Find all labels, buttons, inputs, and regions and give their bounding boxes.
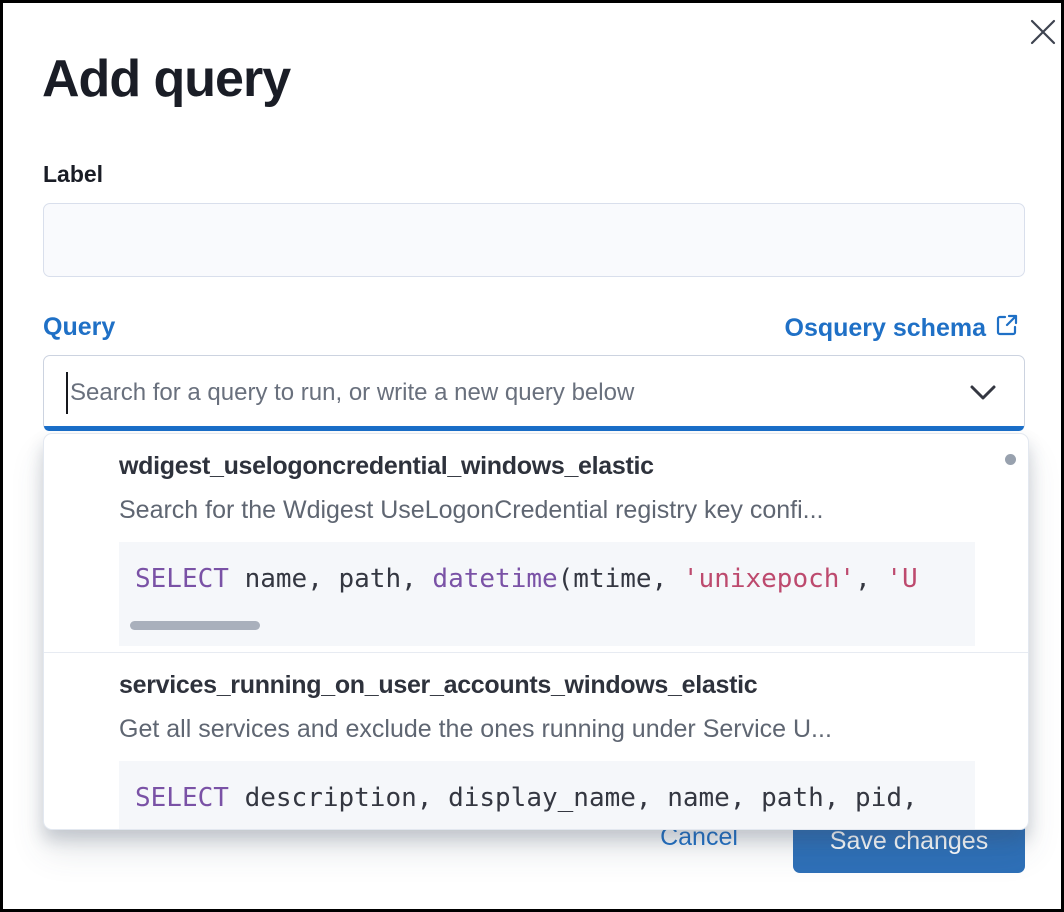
chevron-down-icon[interactable] bbox=[966, 380, 1000, 406]
query-suggestion-description: Get all services and exclude the ones ru… bbox=[119, 715, 832, 743]
label-field-label: Label bbox=[43, 161, 104, 187]
query-search-combobox[interactable]: Search for a query to run, or write a ne… bbox=[43, 355, 1025, 431]
query-suggestion-code-block: SELECT name, path, datetime(mtime, 'unix… bbox=[119, 542, 975, 646]
close-icon bbox=[1028, 17, 1058, 50]
modal-title: Add query bbox=[42, 50, 291, 108]
horizontal-scrollbar-thumb[interactable] bbox=[130, 621, 260, 630]
query-suggestion-title: wdigest_uselogoncredential_windows_elast… bbox=[119, 452, 654, 480]
osquery-schema-link[interactable]: Osquery schema bbox=[785, 313, 1020, 344]
close-button[interactable] bbox=[1025, 15, 1061, 51]
dropdown-divider bbox=[44, 652, 1028, 653]
external-link-icon bbox=[995, 313, 1019, 344]
query-search-placeholder: Search for a query to run, or write a ne… bbox=[70, 379, 635, 406]
query-field-label: Query bbox=[43, 313, 116, 341]
query-suggestion-title: services_running_on_user_accounts_window… bbox=[119, 671, 758, 699]
text-cursor bbox=[66, 372, 68, 414]
query-suggestions-dropdown: wdigest_uselogoncredential_windows_elast… bbox=[43, 433, 1029, 830]
osquery-schema-link-label: Osquery schema bbox=[784, 314, 987, 342]
query-suggestion-code-block: SELECT description, display_name, name, … bbox=[119, 761, 975, 829]
vertical-scrollbar-thumb[interactable] bbox=[1005, 454, 1016, 465]
label-input[interactable] bbox=[43, 203, 1025, 277]
query-suggestion-description: Search for the Wdigest UseLogonCredentia… bbox=[119, 496, 824, 524]
sql-code-line: SELECT name, path, datetime(mtime, 'unix… bbox=[135, 564, 918, 594]
sql-code-line: SELECT description, display_name, name, … bbox=[135, 783, 918, 813]
